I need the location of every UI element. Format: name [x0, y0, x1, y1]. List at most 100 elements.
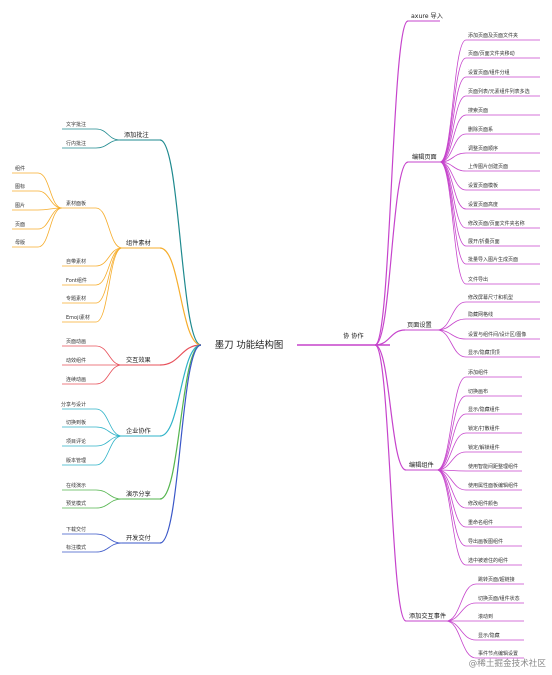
leaf-property-panel[interactable]: 使用属性面板编辑组件 — [468, 483, 519, 489]
edge-interactions — [374, 344, 407, 622]
edge-edit-pages-3 — [439, 95, 467, 163]
leaf-text-annotation[interactable]: 文字批注 — [66, 122, 87, 128]
edge-interactions-4 — [445, 620, 477, 659]
topic-collaboration[interactable]: 协 协作 — [343, 332, 364, 340]
edge-edit-pages-13 — [439, 161, 467, 285]
leaf-add-page[interactable]: 添加页面及页面文件夹 — [468, 33, 519, 39]
leaf-reorder-page[interactable]: 调整页面顺序 — [468, 146, 499, 152]
leaf-page-height[interactable]: 设置页面高度 — [468, 202, 499, 208]
edge-edit-components-10 — [436, 469, 467, 566]
leaf-scroll-to[interactable]: 滚动到 — [478, 614, 494, 620]
edge-edit-components-4 — [436, 451, 467, 471]
edge-effects-0 — [95, 345, 123, 366]
edge-annotations-0 — [95, 128, 121, 141]
leaf-event-settings[interactable]: 事件节点编辑设置 — [478, 651, 519, 657]
edge-team — [159, 344, 202, 437]
leaf-download-handoff[interactable]: 下载交付 — [66, 527, 87, 533]
topic-interactions[interactable]: 添加交互事件 — [409, 612, 447, 620]
leaf-select-hidden[interactable]: 选中被遮住的组件 — [468, 558, 509, 564]
edge-team-0 — [95, 408, 123, 437]
leaf-hide-grid[interactable]: 隐藏网格线 — [468, 312, 494, 318]
central-topic[interactable]: 墨刀 功能结构图 — [201, 334, 297, 354]
topic-axure-import[interactable]: axure 导入 — [411, 12, 443, 20]
edge-edit-components-3 — [436, 432, 467, 471]
leaf-material-panel[interactable]: 素材面板 — [66, 201, 87, 207]
leaf-upload-image[interactable]: 上传图片创建页面 — [468, 164, 509, 170]
leaf-page-animation[interactable]: 页面动画 — [66, 339, 87, 345]
edge-material-sub-1 — [37, 190, 63, 209]
leaf-share-design[interactable]: 分享与设计 — [61, 402, 87, 408]
leaf-switch-board[interactable]: 切换到板 — [66, 420, 87, 426]
edge-team-1 — [95, 426, 123, 437]
topic-materials[interactable]: 组件素材 — [126, 239, 151, 247]
topic-handoff[interactable]: 开发交付 — [126, 534, 151, 542]
leaf-pages[interactable]: 页面 — [15, 222, 26, 228]
leaf-export-file[interactable]: 文件导出 — [468, 277, 489, 283]
topic-edit-pages[interactable]: 编辑页面 — [412, 153, 437, 161]
leaf-screen-size[interactable]: 修改屏幕尺寸和机型 — [468, 295, 514, 301]
leaf-icons[interactable]: 图标 — [15, 184, 26, 190]
edge-effects — [159, 344, 202, 366]
leaf-lock-unlock[interactable]: 锁定/解锁组件 — [468, 445, 500, 451]
leaf-masters[interactable]: 母版 — [15, 240, 26, 246]
edge-annotations — [159, 139, 202, 346]
topic-effects[interactable]: 交互效果 — [126, 356, 151, 364]
edge-edit-components-9 — [436, 469, 467, 547]
leaf-builtin-material[interactable]: 自带素材 — [66, 259, 87, 265]
edge-effects-2 — [95, 364, 123, 385]
leaf-expand-page[interactable]: 展开/折叠页面 — [468, 239, 500, 245]
leaf-spacing-setting[interactable]: 设置与组件间/设计区/图像 — [468, 332, 527, 338]
leaf-toggle-top[interactable]: 显示/隐藏顶顶 — [468, 350, 500, 356]
leaf-group-page[interactable]: 设置页面/组件分组 — [468, 70, 510, 76]
edge-team-3 — [95, 435, 123, 466]
edge-page-settings-1 — [436, 318, 467, 331]
leaf-font-components[interactable]: Font组件 — [66, 278, 87, 284]
leaf-page-template[interactable]: 设置页面模板 — [468, 183, 499, 189]
leaf-lock-break[interactable]: 锁定/打散组件 — [468, 426, 500, 432]
leaf-rename-component[interactable]: 重命名组件 — [468, 520, 494, 526]
leaf-motion-components[interactable]: 动效组件 — [66, 358, 87, 364]
leaf-rename-page[interactable]: 修改页面/页面文件夹名称 — [468, 221, 525, 227]
leaf-annotation-mode[interactable]: 标注模式 — [66, 545, 87, 551]
leaf-project-comments[interactable]: 项目评论 — [66, 439, 87, 445]
leaf-continuous-animation[interactable]: 连续动画 — [66, 377, 87, 383]
edge-material-sub-0 — [37, 172, 63, 209]
leaf-delete-page[interactable]: 删除页面系 — [468, 127, 494, 133]
leaf-batch-import[interactable]: 批量导入图片生成页面 — [468, 257, 519, 263]
topic-page-settings[interactable]: 页面设置 — [407, 321, 432, 329]
leaf-move-page[interactable]: 页面/页面文件夹移动 — [468, 51, 515, 57]
leaf-add-component[interactable]: 添加组件 — [468, 370, 489, 376]
edge-handoff-1 — [95, 542, 123, 553]
leaf-toggle-component[interactable]: 显示/隐藏组件 — [468, 407, 500, 413]
leaf-version-control[interactable]: 版本管理 — [66, 458, 87, 464]
leaf-component-color[interactable]: 修改组件颜色 — [468, 501, 499, 507]
leaf-inline-annotation[interactable]: 行内批注 — [66, 141, 87, 147]
edge-share-0 — [95, 489, 123, 500]
topic-share[interactable]: 演示分享 — [126, 490, 151, 498]
leaf-images[interactable]: 图片 — [15, 203, 26, 209]
edge-page-settings-3 — [436, 329, 467, 358]
topic-edit-components[interactable]: 编辑组件 — [409, 461, 434, 469]
edge-edit-components-2 — [436, 413, 467, 471]
leaf-switch-canvas[interactable]: 切换画布 — [468, 389, 489, 395]
leaf-jump-page[interactable]: 跳转页面/超链接 — [478, 577, 515, 583]
edge-page-settings — [374, 329, 406, 346]
leaf-smart-spacing[interactable]: 使用智能间距整理组件 — [468, 464, 519, 470]
leaf-multi-select[interactable]: 页面列表/元素组件列表多选 — [468, 89, 530, 95]
edge-edit-pages-5 — [439, 133, 467, 163]
topic-team[interactable]: 企业协作 — [126, 427, 151, 435]
leaf-show-hide[interactable]: 显示/隐藏 — [478, 633, 500, 639]
edge-edit-pages-12 — [439, 161, 467, 265]
leaf-online-demo[interactable]: 在线演示 — [66, 483, 87, 489]
leaf-topic-material[interactable]: 专题素材 — [66, 296, 87, 302]
leaf-search-page[interactable]: 搜索页面 — [468, 108, 489, 114]
leaf-components[interactable]: 组件 — [15, 166, 26, 172]
leaf-preview-mode[interactable]: 预览模式 — [66, 501, 87, 507]
topic-annotations[interactable]: 添加批注 — [124, 131, 149, 139]
leaf-emoji-material[interactable]: Emoji素材 — [66, 315, 90, 321]
edge-materials — [159, 247, 202, 346]
edge-handoff-0 — [95, 533, 123, 544]
leaf-export-artboard[interactable]: 导出画板图组件 — [468, 539, 504, 545]
leaf-switch-state[interactable]: 切换页面/组件状态 — [478, 596, 520, 602]
